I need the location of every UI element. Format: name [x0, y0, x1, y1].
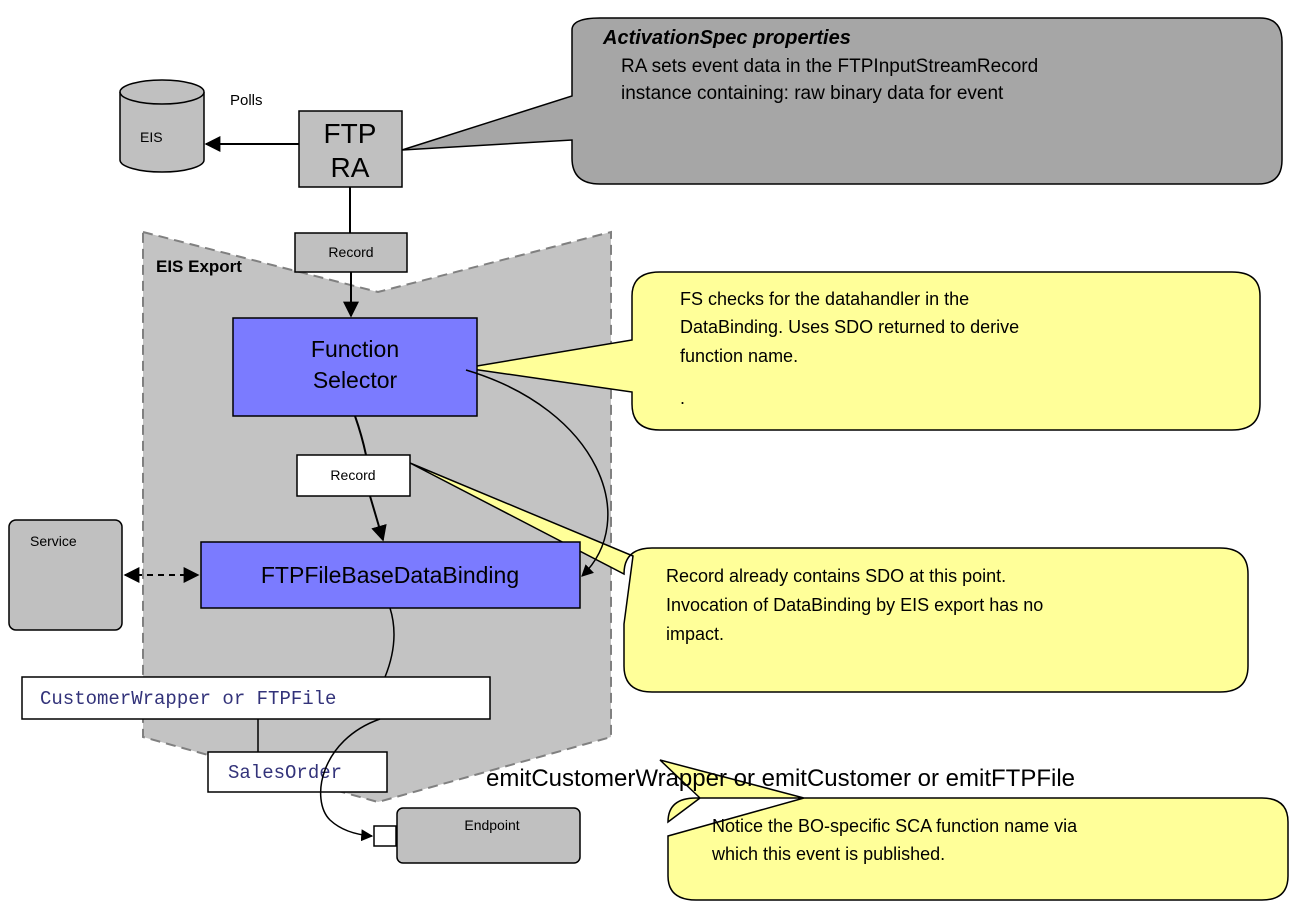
activation-title: ActivationSpec properties [602, 27, 851, 49]
ftp-ra-box[interactable] [298, 110, 403, 188]
customer-wrapper-box[interactable] [21, 676, 491, 720]
function-selector-box[interactable] [232, 317, 478, 417]
fs-callout [464, 271, 1261, 431]
record-line-1: Record already contains SDO at this poin… [666, 566, 1006, 586]
function-selector-label-2: Selector [313, 367, 398, 393]
databinding-label: FTPFileBaseDataBinding [261, 562, 519, 588]
record-mid-label: Record [330, 467, 375, 483]
fs-line-4: . [680, 388, 685, 408]
fs-line-3: function name. [680, 346, 798, 366]
customer-wrapper-label: CustomerWrapper or FTPFile [40, 688, 336, 710]
record-line-2: Invocation of DataBinding by EIS export … [666, 595, 1043, 615]
record-to-databinding-arrow [369, 495, 387, 542]
record-top-label: Record [328, 244, 373, 260]
selector-to-databinding-curve [465, 369, 609, 577]
notice-callout [659, 759, 1289, 901]
selector-to-record-line [354, 415, 367, 456]
service-label: Service [30, 533, 77, 549]
activation-line-1: RA sets event data in the FTPInputStream… [621, 56, 1038, 77]
record-top-box[interactable] [294, 232, 408, 273]
eis-export-label: EIS Export [156, 257, 242, 276]
record-callout [409, 462, 1249, 693]
eis-cylinder[interactable]: EIS [119, 79, 205, 173]
activation-line-2: instance containing: raw binary data for… [621, 83, 1004, 104]
polls-label: Polls [230, 92, 263, 109]
notice-line-2: which this event is published. [711, 844, 945, 864]
ftp-label: FTP [324, 118, 377, 149]
endpoint-port [373, 825, 397, 847]
endpoint-label: Endpoint [464, 817, 519, 833]
endpoint-box[interactable] [396, 807, 581, 864]
ra-label: RA [331, 152, 370, 183]
databinding-to-wrapper-line [384, 607, 395, 678]
eis-label: EIS [140, 129, 163, 145]
notice-line-1: Notice the BO-specific SCA function name… [712, 816, 1078, 836]
emit-label: emitCustomerWrapper or emitCustomer or e… [486, 765, 1075, 792]
sales-order-label: SalesOrder [228, 762, 342, 784]
databinding-box[interactable] [200, 541, 581, 609]
record-line-3: impact. [666, 624, 724, 644]
function-selector-label-1: Function [311, 336, 399, 362]
activation-callout [401, 17, 1283, 185]
fs-line-2: DataBinding. Uses SDO returned to derive [680, 317, 1019, 337]
record-mid-box[interactable] [296, 454, 411, 497]
sales-order-box[interactable] [207, 751, 388, 793]
fs-line-1: FS checks for the datahandler in the [680, 289, 969, 309]
service-box[interactable] [8, 519, 123, 631]
wrapper-to-endpoint-curve [319, 718, 381, 842]
